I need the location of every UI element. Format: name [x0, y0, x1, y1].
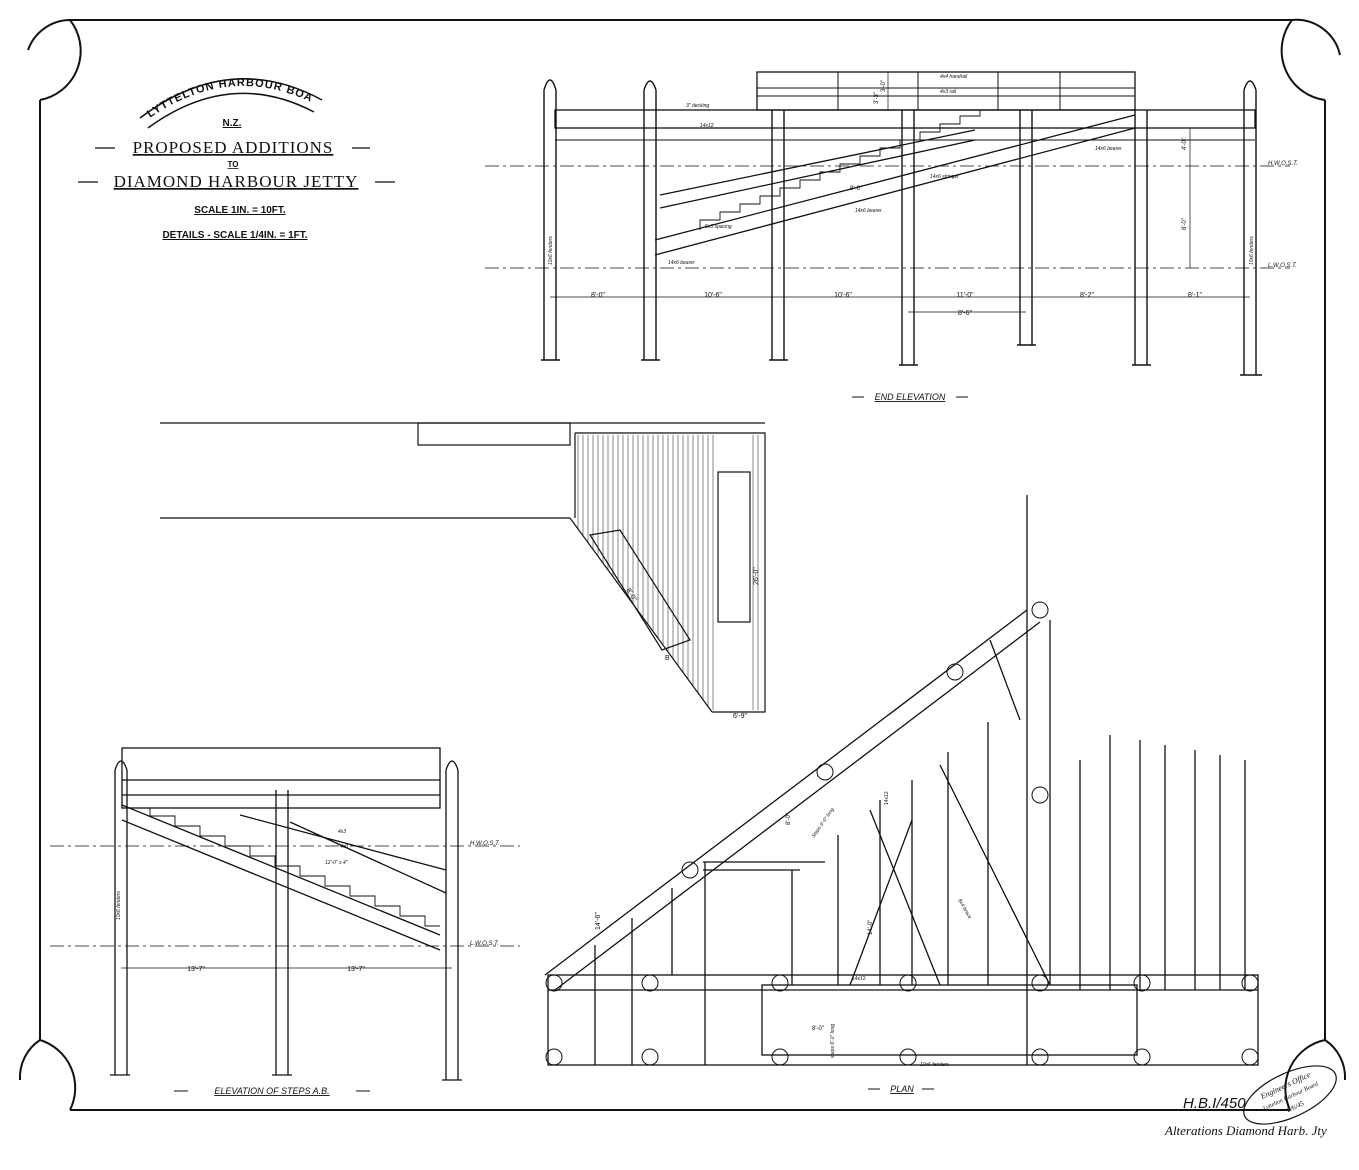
plan-deck — [547, 974, 1259, 1066]
dim-height: 26'-0" — [753, 567, 760, 585]
hwost-label: H.W.O.S.T. — [1268, 161, 1298, 167]
title-details-scale: DETAILS - SCALE 1/4IN. = 1FT. — [162, 230, 307, 241]
dim-top: 3'-0" — [881, 80, 887, 92]
mark-b: B — [665, 655, 670, 662]
steps-span-1: 13'-7" — [187, 966, 205, 973]
sub-span: 8'-6" — [958, 310, 972, 317]
dim-mid: 4'-0" — [1182, 138, 1188, 150]
steps-caption: ELEVATION OF STEPS A.B. — [214, 1086, 329, 1096]
sheet-border — [18, 18, 1347, 1111]
drawing-number: H.B.I/450 — [1183, 1095, 1246, 1112]
span-5: 8'-2" — [1080, 292, 1094, 299]
pile — [541, 79, 560, 361]
pile — [1132, 110, 1151, 366]
fender-label-left: 10x6 fenders — [548, 236, 554, 265]
dim-gap: 3'-3" — [874, 92, 880, 104]
beam-label: 14x12 — [700, 123, 714, 129]
end-elevation: H.W.O.S.T. L.W.O.S.T. — [485, 71, 1298, 402]
end-elevation-caption: END ELEVATION — [875, 392, 946, 402]
stair-stringer — [654, 110, 1136, 256]
plan-piles — [545, 601, 1259, 1066]
plan-fender-label: 10x6 fenders — [920, 1062, 949, 1068]
dim-base: 6'-9" — [733, 713, 747, 720]
decking-label: 3" decking — [686, 103, 709, 109]
plan-dim-a: 14'-6" — [595, 912, 602, 930]
plan-landing — [761, 984, 1138, 1056]
dim-step: 8'-6" — [850, 186, 862, 192]
pile — [1017, 110, 1036, 346]
steps-elevation: H.W.O.S.T. L.W.O.S.T. 10x6 fenders 4x3 4… — [50, 747, 520, 1096]
lwost-label: L.W.O.S.T. — [1268, 263, 1297, 269]
span-4: 11'-0" — [956, 292, 974, 299]
plan-dim-c: 14'-0" — [868, 920, 874, 935]
span-3: 10'-6" — [834, 292, 852, 299]
fender-label-right: 10x6 fenders — [1249, 236, 1255, 265]
steps-fender-label: 10x6 fenders — [116, 891, 122, 920]
side-steps — [717, 471, 751, 623]
title-scale: SCALE 1IN. = 10FT. — [194, 205, 286, 216]
stamp-date: 8/6/45 — [1286, 1099, 1306, 1114]
plan-view: 14'-6" 8'-0" 14'-0" 8'-0" 14x12 14x12 8x… — [544, 495, 1259, 1094]
plan-steps-label: steps 6'-0" long — [830, 1024, 836, 1058]
rail-label: 4x3 rail — [940, 89, 957, 95]
pile — [641, 80, 660, 361]
pile — [899, 110, 918, 366]
pile — [1240, 80, 1262, 376]
pile — [769, 110, 788, 361]
bearer-label-c: 14x6 bearer — [668, 260, 695, 266]
span-6: 8'-1" — [1188, 292, 1202, 299]
footer: H.B.I/450 Alterations Diamond Harb. Jty … — [1164, 1065, 1337, 1138]
span-1: 8'-0" — [591, 292, 605, 299]
title-line-2: TO — [228, 160, 239, 169]
country-label: N.Z. — [223, 118, 242, 129]
tread-label: 12'-0" x 4" — [325, 860, 348, 866]
steps-span-2: 13'-7" — [347, 966, 365, 973]
deck-beam — [554, 109, 1256, 129]
title-line-1: PROPOSED ADDITIONS — [133, 138, 334, 157]
title-line-3: DIAMOND HARBOUR JETTY — [114, 172, 359, 191]
bearer-label-b: 14x6 bearer — [855, 208, 882, 214]
plan-dim-f: 14x12 — [884, 791, 890, 805]
deck-end-block — [417, 422, 571, 446]
steps-pile — [442, 760, 462, 1081]
dim-low: 8'-0" — [1182, 218, 1188, 230]
spacing-label: 6x3 spacing — [705, 224, 732, 230]
plan-steps-label-b: Steps 6'-0" long — [811, 807, 836, 839]
rail-label-b: 4x3 — [340, 844, 348, 850]
steps-pile — [272, 790, 292, 1076]
plan-detail: 8'-0" 26'-0" 6'-9" B — [160, 422, 766, 720]
steps-hwost-label: H.W.O.S.T. — [470, 841, 500, 847]
plan-brace-label: 8x4 brace — [956, 898, 972, 920]
bearer-label-a: 14x6 bearer — [1095, 146, 1122, 152]
alteration-note: Alterations Diamond Harb. Jty — [1164, 1123, 1327, 1138]
pile-group — [541, 79, 1262, 376]
title-block: LYTTELTON HARBOUR BOARD N.Z. PROPOSED AD… — [0, 0, 395, 241]
span-2: 10'-6" — [704, 292, 722, 299]
plan-caption: PLAN — [890, 1084, 914, 1094]
handrail-label: 4x4 handrail — [940, 74, 968, 80]
handrail-frame — [756, 71, 1136, 111]
plan-dim-d: 8'-0" — [812, 1026, 824, 1032]
board-name: LYTTELTON HARBOUR BOARD — [0, 0, 315, 120]
steps-pile — [110, 760, 130, 1076]
rail-label-a: 4x3 — [338, 829, 346, 835]
title-arc-frame — [139, 78, 323, 129]
steps-lwost-label: L.W.O.S.T. — [470, 941, 499, 947]
stringer-label: 14x6 stringer — [930, 174, 959, 180]
plan-dim-e: 14x12 — [852, 976, 866, 982]
plan-dim-b: 8'-0" — [786, 813, 792, 825]
